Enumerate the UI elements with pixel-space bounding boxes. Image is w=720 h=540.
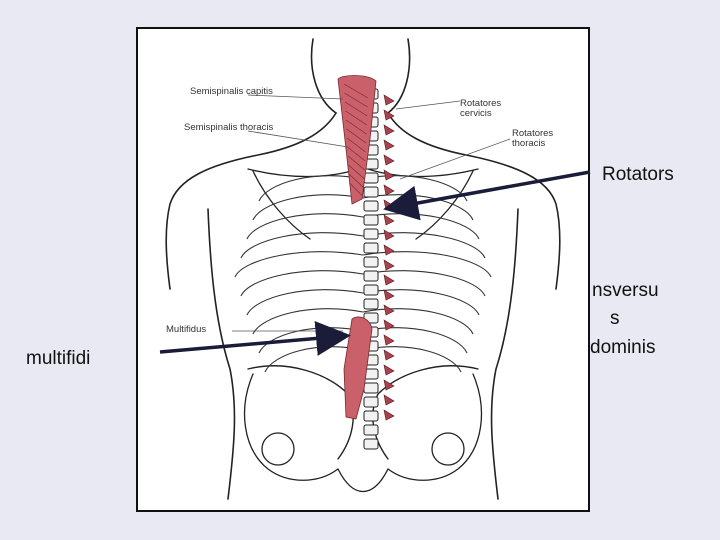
vertebra [363,410,379,422]
muscle-fiber [344,92,368,108]
rotators-label: Rotators [602,164,674,185]
vertebra [363,382,379,394]
transversus-label-line-2: s [610,308,620,329]
label-rotatores-thoracis: Rotatores thoracis [512,128,554,149]
rib [258,175,364,202]
muscle-fiber [344,101,368,117]
rotatores-muscle [383,364,395,376]
rib [252,194,364,221]
vertebra [363,256,379,268]
muscle-fiber [348,173,365,189]
rotatores-muscle [383,349,395,361]
rotatores-muscle [383,184,395,196]
vertebra [363,200,379,212]
vertebra [363,228,379,240]
rib [362,308,474,335]
label-semispinalis-capitis: Semispinalis capitis [190,86,273,97]
rib [362,175,468,202]
rotatores-muscle [383,109,395,121]
rotatores-muscle [383,124,395,136]
muscle-fiber [346,128,367,144]
muscle-fiber [346,137,366,153]
rib [362,270,486,297]
rib [362,251,492,278]
rib [246,289,364,316]
rib [362,289,480,316]
vertebra [363,214,379,226]
muscle-fiber [345,110,367,126]
rib [362,232,486,259]
rotatores-muscle [383,139,395,151]
spine-muscle-illustration: Semispinalis capitis Semispinalis thorac… [136,27,590,512]
rotatores-muscle [383,154,395,166]
rotatores-muscle [383,319,395,331]
rib [246,213,364,240]
rotatores-muscle [383,334,395,346]
transversus-label-line-1: nsversu [592,280,659,301]
multifidi-label: multifidi [26,348,91,369]
vertebra [363,396,379,408]
rib [362,213,480,240]
rib [234,251,364,278]
rotatores-muscle [383,379,395,391]
vertebra [363,172,379,184]
muscle-fiber [347,155,365,171]
rotatores-muscle [383,304,395,316]
rotatores-muscle [383,199,395,211]
muscle-fiber [348,164,365,180]
vertebra [363,424,379,436]
rotatores-muscle [383,394,395,406]
rotatores-muscle [383,169,395,181]
vertebra [363,298,379,310]
muscle-fiber [343,83,369,99]
vertebra [363,270,379,282]
rotatores-muscle [383,214,395,226]
label-multifidus: Multifidus [166,324,207,335]
muscle-fiber [347,146,366,162]
rotatores-muscle [383,259,395,271]
rotatores-muscle [383,274,395,286]
rib [240,270,364,297]
label-semispinalis-thoracis: Semispinalis thoracis [184,122,274,133]
vertebra [363,186,379,198]
vertebra [363,438,379,450]
transversus-label-line-3: dominis [590,337,656,358]
vertebra [363,242,379,254]
rotatores-muscle [383,409,395,421]
rib [240,232,364,259]
label-rotatores-cervicis: Rotatores cervicis [460,98,502,119]
rotatores-muscle [383,244,395,256]
rotatores-muscle [383,229,395,241]
muscle-fiber [345,119,367,135]
muscle-fiber [349,182,364,198]
rib [252,308,364,335]
vertebra [363,284,379,296]
rotatores-muscle [383,94,395,106]
rib [362,327,468,354]
rotatores-muscle [383,289,395,301]
